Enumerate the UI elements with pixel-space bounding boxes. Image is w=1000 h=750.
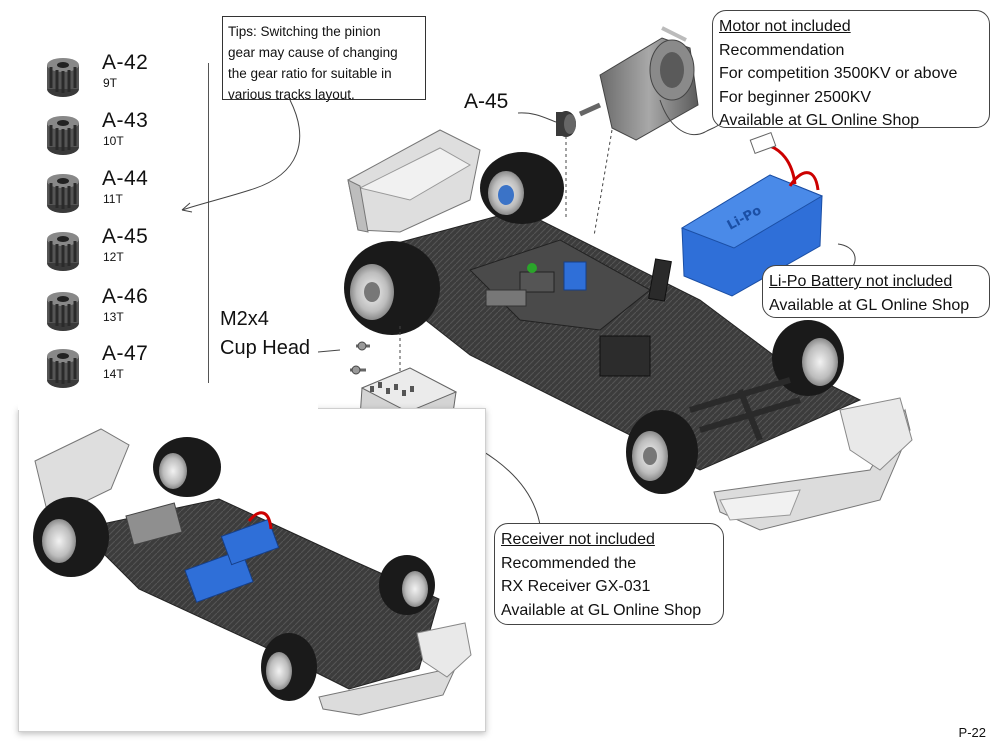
receiver-note-line: RX Receiver GX-031 [501, 578, 651, 595]
pinion-gear-icon [47, 232, 79, 271]
tips-leader-line [181, 99, 301, 211]
column-divider [208, 63, 209, 383]
rear-right-wheel [480, 152, 564, 224]
receiver-note-line: Recommended the [501, 554, 637, 572]
front-right-wheel [772, 320, 844, 396]
receiver-note-line: Available at GL Online Shop [501, 601, 702, 619]
front-left-wheel [626, 410, 698, 494]
center-electronics [485, 258, 672, 377]
front-wing [713, 397, 913, 531]
teeth-count: 12T [103, 250, 124, 264]
rear-left-wheel [344, 241, 440, 335]
battery-note-line: Available at GL Online Shop [769, 296, 970, 314]
pinion-gear-icon [47, 349, 79, 388]
front-suspension [689, 377, 801, 442]
pinion-gear-icon [47, 116, 79, 155]
motor-note-line: For competition 3500KV or above [719, 65, 958, 82]
teeth-count: 10T [103, 134, 124, 148]
tips-line: Tips: Switching the pinion [228, 24, 381, 39]
part-code: A-47 [102, 342, 149, 365]
screw-icon [350, 341, 370, 375]
part-code: A-44 [102, 167, 149, 190]
rear-wing [347, 129, 481, 233]
inset-top-edge [18, 402, 318, 410]
teeth-count: 14T [103, 367, 124, 381]
screw-leader-line [317, 349, 341, 353]
receiver-note-title: Receiver not included [501, 531, 655, 548]
screw-size-label: M2x4 [220, 308, 269, 330]
pinion-gear-icon [47, 174, 79, 213]
pinion-callout-label: A-45 [464, 90, 509, 113]
pinion-gear-icon [556, 111, 576, 137]
battery-note-title: Li-Po Battery not included [769, 273, 953, 290]
tips-line: the gear ratio for suitable in [228, 66, 392, 81]
part-code: A-46 [102, 285, 149, 308]
teeth-count: 11T [103, 192, 123, 206]
motor-note-title: Motor not included [719, 18, 851, 35]
teeth-count: 9T [103, 76, 118, 90]
tips-line: gear may cause of changing [228, 45, 398, 60]
pinion-item: A-44 11T [40, 167, 200, 217]
screw-type-label: Cup Head [220, 337, 311, 359]
motor [578, 26, 699, 141]
guide-lines [399, 129, 613, 390]
teeth-count: 13T [103, 310, 124, 324]
pinion-item: A-47 14T [40, 342, 200, 392]
pinion-gear-icon [47, 292, 79, 331]
pinion-gear-icon [47, 58, 79, 97]
part-code: A-43 [102, 109, 149, 132]
assembled-view-inset [18, 408, 486, 732]
battery: Li-Po [680, 132, 824, 297]
assembled-car-illustration [33, 428, 472, 716]
pinion-item: A-42 9T [40, 51, 200, 101]
tips-line: various tracks layout. [228, 87, 355, 102]
pinion-leader-line [517, 112, 557, 123]
motor-note-line: Available at GL Online Shop [719, 112, 920, 129]
pinion-item: A-46 13T [40, 285, 200, 335]
pinion-item: A-43 10T [40, 109, 200, 159]
part-code: A-42 [102, 51, 149, 74]
part-code: A-45 [102, 225, 149, 248]
motor-note: Motor not included Recommendation For co… [712, 10, 990, 129]
page-number: P-22 [958, 725, 986, 740]
receiver-note: Receiver not included Recommended the RX… [494, 523, 724, 625]
battery-note: Li-Po Battery not included Available at … [762, 265, 990, 318]
motor-note-line: Recommendation [719, 41, 845, 59]
pinion-item: A-45 12T [40, 225, 200, 275]
motor-leader-line [659, 99, 721, 136]
arrow-icon [181, 202, 193, 213]
tips-note: Tips: Switching the pinion gear may caus… [222, 16, 426, 102]
motor-note-line: For beginner 2500KV [719, 88, 872, 106]
